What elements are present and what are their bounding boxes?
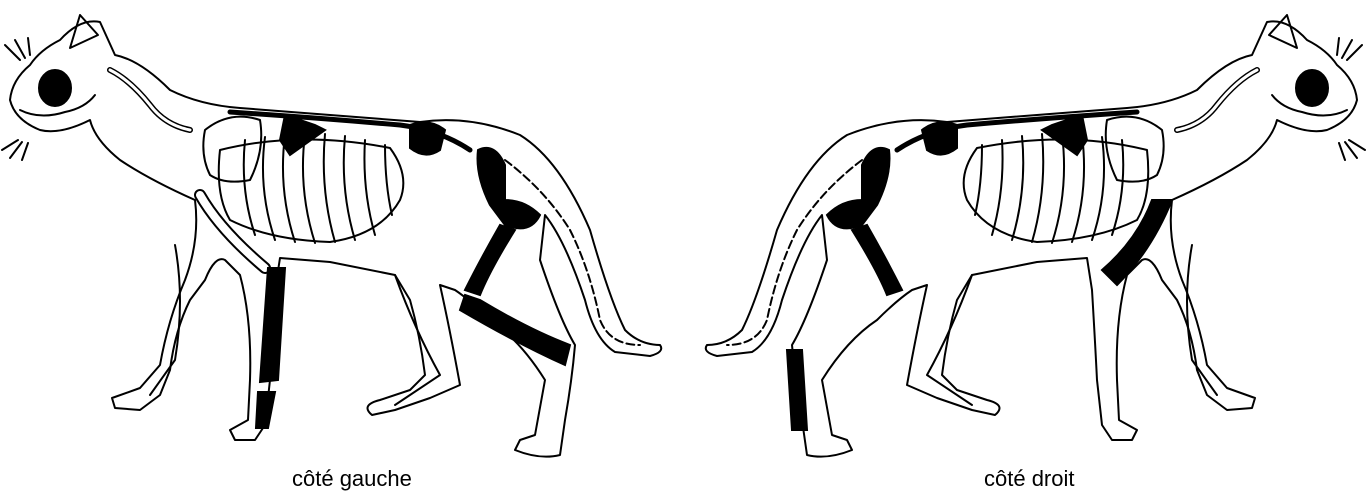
cat-skeleton-right-illustration — [684, 0, 1367, 460]
metacarpal-bone — [256, 392, 275, 428]
femur-bone — [852, 225, 902, 295]
lumbosacral-bone — [922, 122, 957, 154]
thoracic-spine-bone — [1042, 115, 1087, 155]
body-outline — [10, 21, 661, 456]
cat-skeleton-left-illustration — [0, 0, 683, 460]
metatarsal-bone — [787, 350, 807, 430]
left-side-panel: côté gauche — [0, 0, 683, 497]
left-side-caption: côté gauche — [292, 466, 412, 492]
humerus-bone — [1102, 200, 1172, 285]
radius-ulna-bone — [260, 268, 285, 382]
thoracic-spine-bone — [280, 115, 325, 155]
right-side-caption: côté droit — [984, 466, 1075, 492]
pelvis-bone — [478, 148, 541, 228]
femur-bone — [465, 225, 515, 295]
tibia-bone — [460, 295, 570, 365]
lumbosacral-bone — [410, 122, 445, 154]
right-side-panel: côté droit — [684, 0, 1367, 497]
pelvis-bone — [827, 148, 890, 228]
